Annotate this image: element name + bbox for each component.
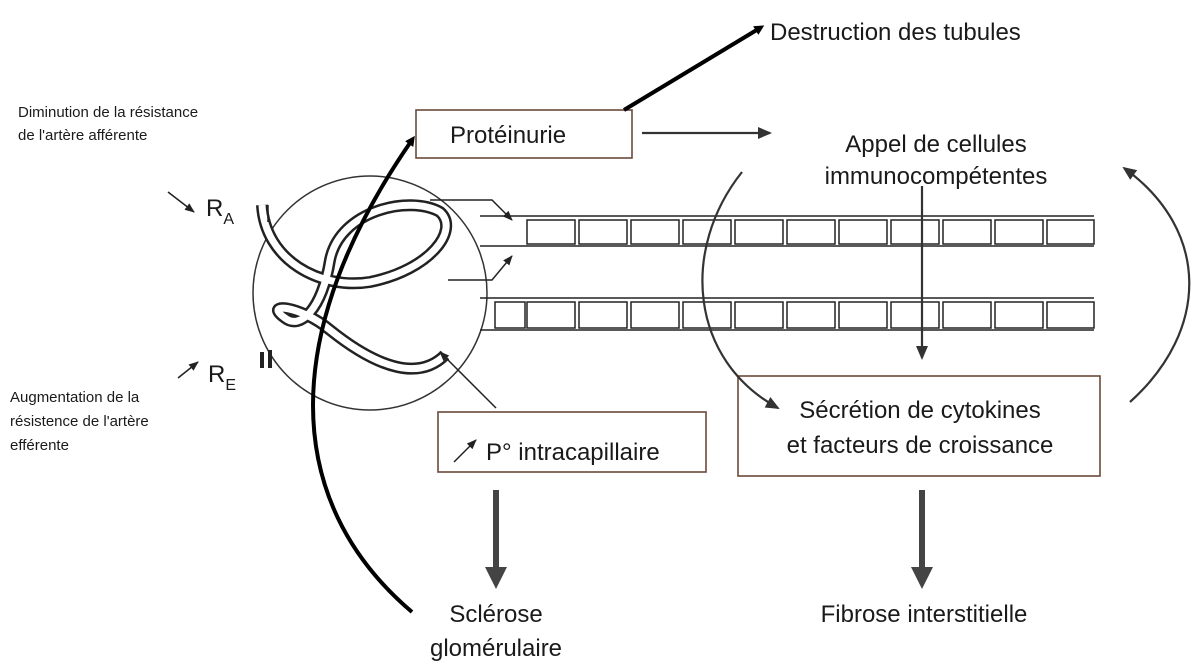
flow-arrow-bottom xyxy=(448,256,512,280)
secretion-label-2: et facteurs de croissance xyxy=(787,432,1054,459)
augmentation-label-2: résistence de l'artère xyxy=(10,413,149,430)
fibrose-label: Fibrose interstitielle xyxy=(821,601,1028,628)
re-label: RE xyxy=(208,361,236,394)
sclerose-label-1: Sclérose xyxy=(449,601,542,628)
diminution-label-1: Diminution de la résistance xyxy=(18,104,198,121)
augmentation-label-1: Augmentation de la xyxy=(10,389,140,406)
tubule-upper xyxy=(480,216,1094,246)
pression-label: P° intracapillaire xyxy=(486,439,660,466)
destruction-label: Destruction des tubules xyxy=(770,19,1021,46)
cycle-arrow-left xyxy=(702,172,778,408)
cycle-arrow-right xyxy=(1124,168,1189,402)
appel-label-2: immunocompétentes xyxy=(825,163,1048,190)
ra-label: RA xyxy=(206,195,234,228)
augmentation-label-3: efférente xyxy=(10,437,69,454)
ra-pointer xyxy=(168,192,194,212)
glomerulus xyxy=(253,176,512,410)
arrow-to-destruction xyxy=(624,28,760,110)
re-pointer xyxy=(178,362,198,378)
diminution-label-2: de l'artère afférente xyxy=(18,127,147,144)
sclerose-label-2: glomérulaire xyxy=(430,635,562,662)
proteinurie-label: Protéinurie xyxy=(450,122,566,149)
secretion-box xyxy=(738,376,1100,476)
secretion-label-1: Sécrétion de cytokines xyxy=(799,397,1040,424)
tubule-lower xyxy=(480,298,1094,330)
appel-label-1: Appel de cellules xyxy=(845,131,1026,158)
